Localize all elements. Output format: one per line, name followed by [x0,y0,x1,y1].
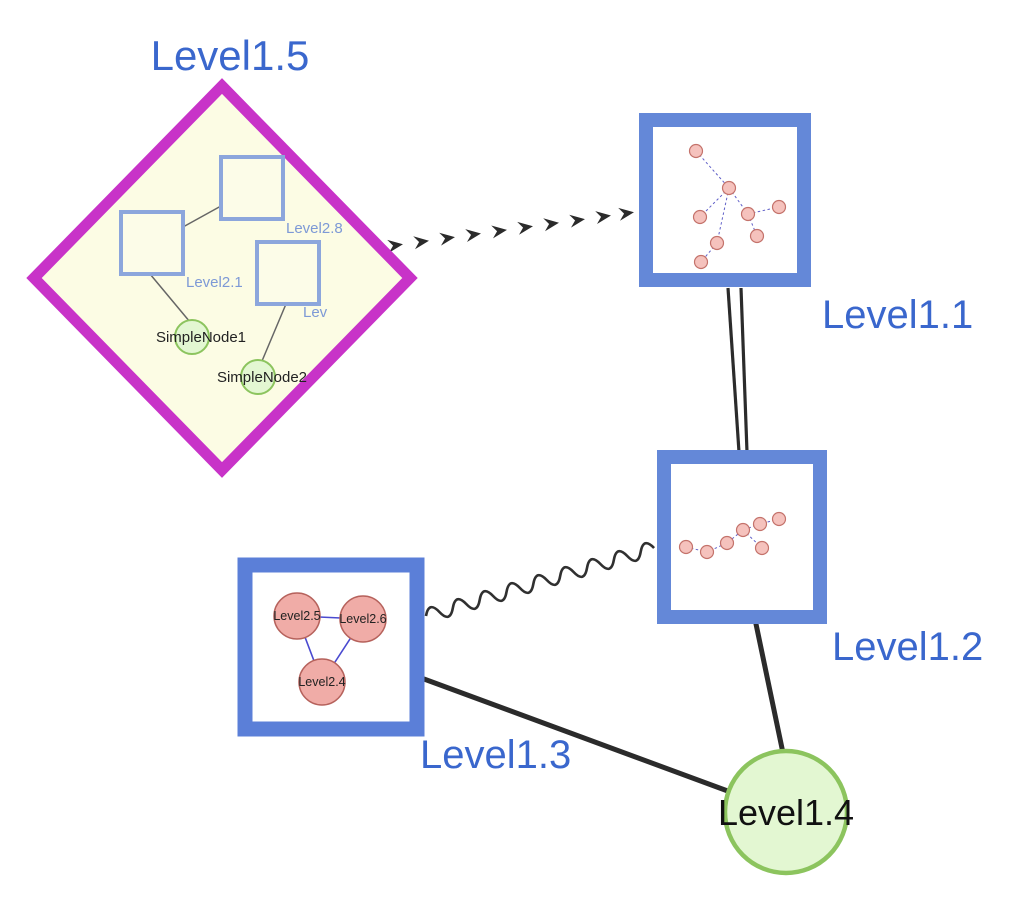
node-label-level2-1: Level2.1 [186,274,243,291]
node-label-level2-truncated: Lev [303,304,328,321]
node-label-level2-8: Level2.8 [286,220,343,237]
node-level1-3-square[interactable] [237,557,425,737]
node-label-level1-4: Level1.4 [718,792,854,833]
node-level2-5-circle[interactable] [273,592,321,640]
mini-graph-level1-3: Level2.5 Level2.6 Level2.4 [273,592,387,706]
node-label-level1-3[interactable]: Level1.3 [420,733,571,777]
mini-node[interactable] [678,539,694,555]
node-level1-3-group: Level2.5 Level2.6 Level2.4 Level1.3 [237,557,571,777]
node-label-level2-4: Level2.4 [298,675,345,689]
mini-node[interactable] [754,540,770,556]
node-level1-2-group: Level1.2 [657,450,983,669]
node-simplenode2-circle[interactable] [240,359,276,395]
node-label-level2-5: Level2.5 [273,609,320,623]
mini-node[interactable] [735,522,751,538]
mini-node[interactable] [771,199,787,215]
mini-node[interactable] [709,235,725,251]
node-label-level2-6: Level2.6 [339,612,386,626]
node-label-level1-1[interactable]: Level1.1 [822,293,973,337]
node-level2-8-square[interactable] [219,155,285,221]
node-level1-1-group: Level1.1 [639,113,973,337]
node-level2-6-circle[interactable] [339,595,387,643]
edge-level1-3-to-level1-4 [421,676,747,800]
diamond-inner-edges [149,205,287,362]
node-level2-truncated-square[interactable] [255,240,321,306]
mini-node[interactable] [699,544,715,560]
diamond-shape-level1-5[interactable] [26,78,418,478]
node-level2-4-circle[interactable] [298,658,346,706]
node-level1-4-group: Level1.4 [718,748,854,876]
mini-node[interactable] [749,228,765,244]
node-label-level1-5[interactable]: Level1.5 [151,32,310,79]
edge-level1-5-to-level1-1-dashed-arrow [387,205,635,253]
mini-node[interactable] [688,143,704,159]
mini-graph-level1-1 [688,143,787,270]
node-level1-4-circle[interactable] [722,748,850,876]
node-simplenode1-circle[interactable] [174,319,210,355]
node-level1-5-group: Level1.5 Level2.8 Level2.1 Lev SimpleNod… [26,32,418,478]
mini-node[interactable] [693,254,709,270]
mini-node[interactable] [721,180,737,196]
node-level2-1-square[interactable] [119,210,185,276]
mini-graph-level1-2 [678,511,787,560]
mini-node[interactable] [740,206,756,222]
node-label-simplenode2: SimpleNode2 [217,369,307,386]
node-level1-1-square[interactable] [639,113,811,287]
mini-node[interactable] [719,535,735,551]
edge-level1-3-to-level1-2-wavy [424,541,656,619]
mini-node[interactable] [771,511,787,527]
edge-level1-2-to-level1-4 [753,621,786,756]
node-label-level1-2[interactable]: Level1.2 [832,625,983,669]
mini-node[interactable] [692,209,708,225]
edge-level1-1-to-level1-2-double-line [726,287,749,453]
node-label-simplenode1: SimpleNode1 [156,329,246,346]
mini-node[interactable] [752,516,768,532]
